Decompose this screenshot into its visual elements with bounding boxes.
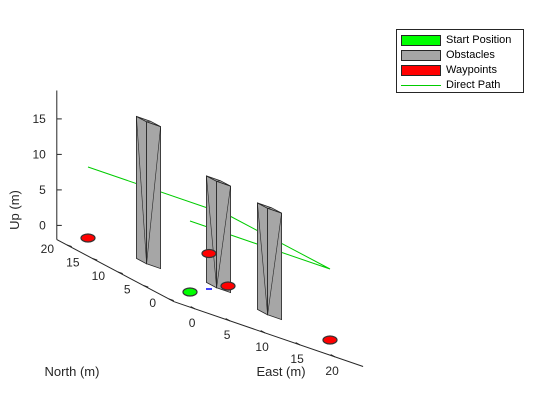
waypoint-marker	[322, 335, 338, 345]
x-tick-mark	[295, 342, 301, 346]
obstacle-edge	[267, 207, 272, 209]
legend-item-obstacles: Obstacles	[401, 48, 495, 62]
y-tick-mark	[92, 258, 98, 261]
x-tick-mark	[260, 330, 266, 334]
y-tick-label: 15	[66, 256, 80, 270]
y-tick-label: 10	[92, 269, 106, 283]
z-tick-label: 15	[32, 112, 46, 126]
axis-labels: Up (m) North (m) East (m)	[7, 190, 306, 379]
x-tick-label: 20	[325, 364, 339, 378]
path-swatch	[401, 84, 441, 86]
obstacle-edge	[216, 180, 221, 182]
obstacle-edge	[257, 202, 268, 315]
legend: Start Position Obstacles Waypoints Direc…	[396, 29, 524, 93]
legend-item-path: Direct Path	[401, 78, 500, 92]
obstacle-edge	[267, 213, 282, 315]
y-tick-mark	[66, 244, 72, 248]
obstacle-swatch	[401, 49, 441, 61]
obstacle	[205, 175, 232, 294]
y-tick-label: 0	[149, 296, 156, 310]
waypoint-marker	[220, 281, 236, 291]
obstacle-edge	[206, 175, 217, 288]
z-axis-label: Up (m)	[7, 190, 22, 230]
y-tick-label: 20	[41, 242, 55, 256]
z-tick-label: 0	[39, 218, 46, 232]
axes: 0 5 10 15 20 0 5 10 15 20 0 5 10 15	[32, 90, 364, 378]
y-tick-mark	[117, 271, 123, 275]
obstacle-edge	[146, 120, 151, 123]
legend-item-start: Start Position	[401, 33, 511, 47]
legend-label-path: Direct Path	[446, 79, 501, 91]
waypoint-marker	[201, 248, 217, 259]
x-axis-label: East (m)	[256, 364, 305, 379]
obstacle-edge	[136, 116, 147, 264]
start-position-marker	[182, 287, 198, 297]
y-tick-mark	[168, 298, 174, 302]
y-axis-line	[56, 239, 175, 303]
legend-item-waypoints: Waypoints	[401, 63, 497, 77]
y-tick-label: 5	[124, 283, 131, 297]
obstacle	[135, 115, 162, 270]
x-tick-label: 15	[290, 352, 304, 366]
x-tick-label: 10	[255, 340, 269, 354]
waypoint-marker	[80, 233, 96, 243]
z-tick-label: 5	[39, 183, 46, 197]
y-tick-mark	[143, 285, 149, 288]
obstacle	[256, 202, 283, 321]
x-tick-mark	[225, 318, 231, 322]
data-marks	[80, 115, 338, 345]
waypoint-swatch	[401, 64, 441, 76]
legend-label-obstacles: Obstacles	[446, 49, 495, 61]
x-axis-line	[173, 301, 364, 367]
legend-label-waypoints: Waypoints	[446, 64, 497, 76]
x-tick-label: 0	[189, 316, 196, 330]
start-swatch	[401, 34, 441, 46]
obstacle-edge	[216, 186, 231, 288]
y-axis-label: North (m)	[45, 364, 100, 379]
z-tick-label: 10	[32, 147, 46, 161]
x-tick-mark	[190, 306, 196, 310]
obstacle-edge	[146, 126, 161, 264]
x-tick-mark	[330, 354, 336, 358]
legend-label-start: Start Position	[446, 34, 512, 46]
x-tick-label: 5	[224, 328, 231, 342]
